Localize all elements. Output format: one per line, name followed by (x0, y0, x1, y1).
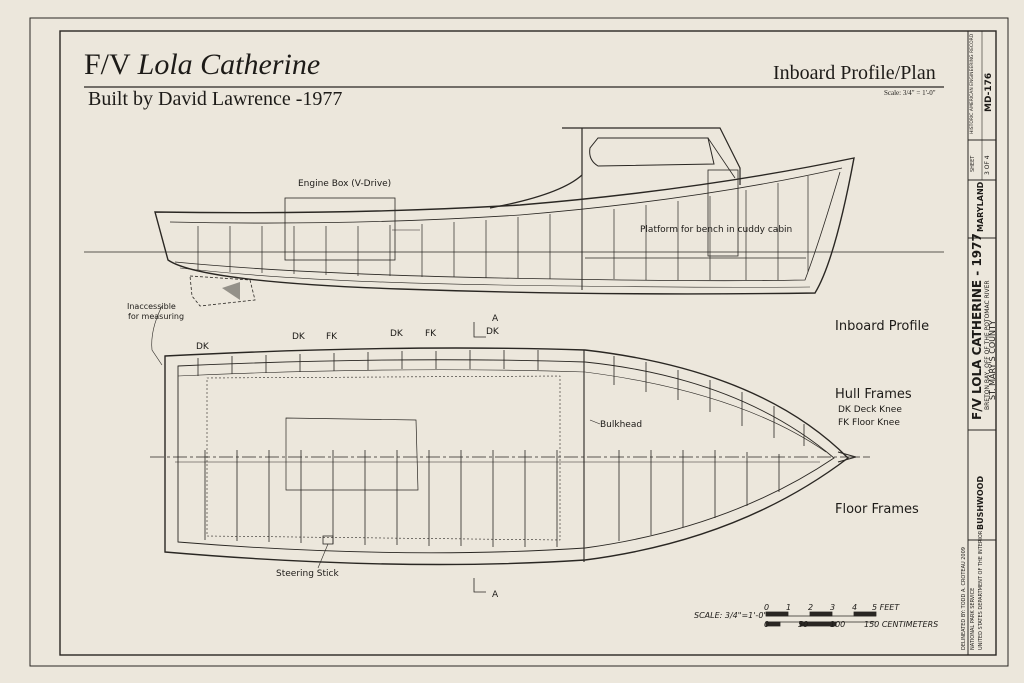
plan-engine-box (285, 417, 419, 491)
tb-record: HISTORIC AMERICAN ENGINEERING RECORD (970, 33, 975, 134)
plan-hull-frames (197, 350, 805, 446)
plan-floor-frames (204, 450, 780, 547)
legend-inboard-profile: Inboard Profile (835, 319, 930, 334)
scale-feet-5: 5 FEET (872, 603, 900, 612)
dk-label: DK (196, 342, 209, 352)
vessel-title-prefix: F/V (84, 48, 138, 81)
scale-cm-100: 100 (830, 620, 846, 629)
scale-feet-4: 4 (852, 603, 858, 612)
tb-sheet-label: SHEET (970, 155, 976, 172)
section-a-bottom: A (492, 590, 499, 600)
sheet-title: Inboard Profile/Plan (773, 62, 936, 84)
steering-stick-label: Steering Stick (276, 569, 339, 579)
scale-cm-150: 150 CENTIMETERS (864, 620, 939, 629)
tb-agency-1: NATIONAL PARK SERVICE (970, 587, 976, 650)
scale-feet-1: 1 (786, 603, 792, 612)
section-a-top: A (492, 314, 499, 324)
tb-agency-2: UNITED STATES DEPARTMENT OF THE INTERIOR (978, 530, 984, 650)
tb-place: BUSHWOOD (976, 475, 985, 530)
engine-box (284, 197, 396, 261)
scale-feet-0: 0 (764, 603, 770, 612)
bulkhead-label: Bulkhead (600, 420, 643, 430)
inaccessible-label: Inaccessible (127, 302, 176, 311)
legend-deck-knee: DK Deck Knee (838, 405, 902, 415)
legend-hull-frames: Hull Frames (835, 387, 912, 402)
vessel-subtitle: Built by David Lawrence -1977 (88, 88, 343, 110)
dk-label: DK (292, 332, 305, 342)
tb-drawn-by: DELINEATED BY: TODD A. CROTEAU 2009 (961, 547, 967, 650)
profile-hull-outline (154, 157, 855, 295)
for-measuring-label: for measuring (128, 312, 185, 321)
tb-sheet-no: 3 OF 4 (984, 155, 991, 175)
scale-feet-3: 3 (830, 603, 836, 612)
fk-label: FK (326, 332, 338, 342)
cabin-outline (489, 127, 741, 209)
fk-label: FK (425, 329, 437, 339)
scale-bar-label: SCALE: 3/4"=1'-0" (694, 611, 768, 620)
tb-location-2: ST. MARY'S COUNTY (988, 320, 997, 400)
legend-floor-frames: Floor Frames (835, 502, 919, 517)
platform-label: Platform for bench in cuddy cabin (640, 225, 793, 235)
scale-feet-2: 2 (808, 603, 814, 612)
legend-floor-knee: FK Floor Knee (838, 418, 900, 428)
scale-bar-graphic (765, 611, 877, 627)
plan-hull-outline (164, 347, 850, 566)
engine-box-label: Engine Box (V-Drive) (298, 179, 392, 189)
cabin-window (589, 137, 715, 167)
inner-border (59, 30, 997, 656)
tb-state: MARYLAND (976, 181, 985, 232)
propeller-area (189, 275, 256, 307)
tb-project: F/V LOLA CATHERINE - 1977 (970, 233, 984, 420)
tb-record-no: MD-176 (984, 72, 994, 112)
outer-border (29, 17, 1009, 667)
profile-frames (197, 176, 809, 280)
vessel-title: F/V Lola Catherine (84, 48, 320, 82)
scale-note: Scale: 3/4" = 1'-0" (884, 89, 936, 97)
scale-cm-0: 0 (764, 620, 770, 629)
vessel-name: Lola Catherine (137, 48, 321, 81)
dk-label: DK (390, 329, 403, 339)
dk-label: DK (486, 327, 499, 337)
scale-cm-50: 50 (798, 620, 809, 629)
